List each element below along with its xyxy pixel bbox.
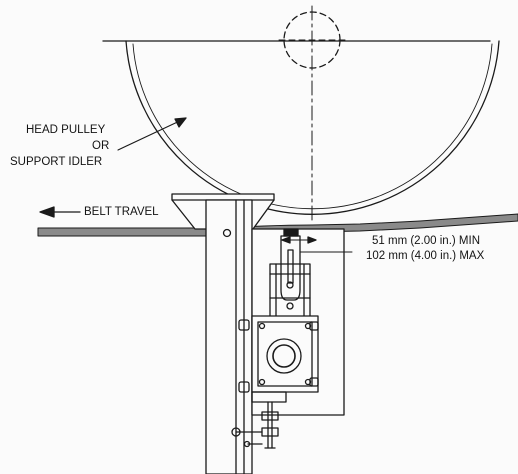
pulley-label-line2: OR [92,140,110,152]
pulley-label-line3: SUPPORT IDLER [10,156,103,168]
box-side-nut-lower [309,377,319,387]
tensioner-box-inner [257,321,313,387]
holder-pin-upper [286,281,294,289]
gap-max-label: 102 mm (4.00 in.) MAX [366,250,485,262]
post-bolt-lower [238,381,250,393]
tensioner-bolt-bl [258,378,266,386]
cleaner-blade-tip [283,228,299,237]
dimension-arrowhead-right [307,236,317,244]
belt-travel-label: BELT TRAVEL [84,206,159,218]
cleaner-blade-arm [280,235,301,301]
pulley-leader-arrowhead [174,117,187,128]
dimension-arrowhead-left [281,236,291,244]
adjuster-bracket [251,391,287,403]
mounting-post [205,199,253,474]
tensioner-hub-outer [266,338,302,374]
box-side-nut-upper [309,321,319,331]
adjuster-handle-knob [231,427,241,437]
holder-pin-lower [286,302,294,310]
post-bolt-upper [238,319,250,331]
mounting-post-hole [222,228,232,238]
tensioner-box [251,315,319,393]
adjuster-lock-pin-end [243,440,251,448]
pulley-label-line1: HEAD PULLEY [26,124,106,136]
tensioner-hub-inner [272,344,296,368]
tensioner-bolt-tl [258,322,266,330]
pulley-leader-line [117,117,187,151]
adjuster-nut-upper [261,411,279,421]
gap-min-label: 51 mm (2.00 in.) MIN [372,235,480,247]
adjuster-nut-lower [261,427,279,437]
belt-travel-arrowhead [39,206,55,218]
